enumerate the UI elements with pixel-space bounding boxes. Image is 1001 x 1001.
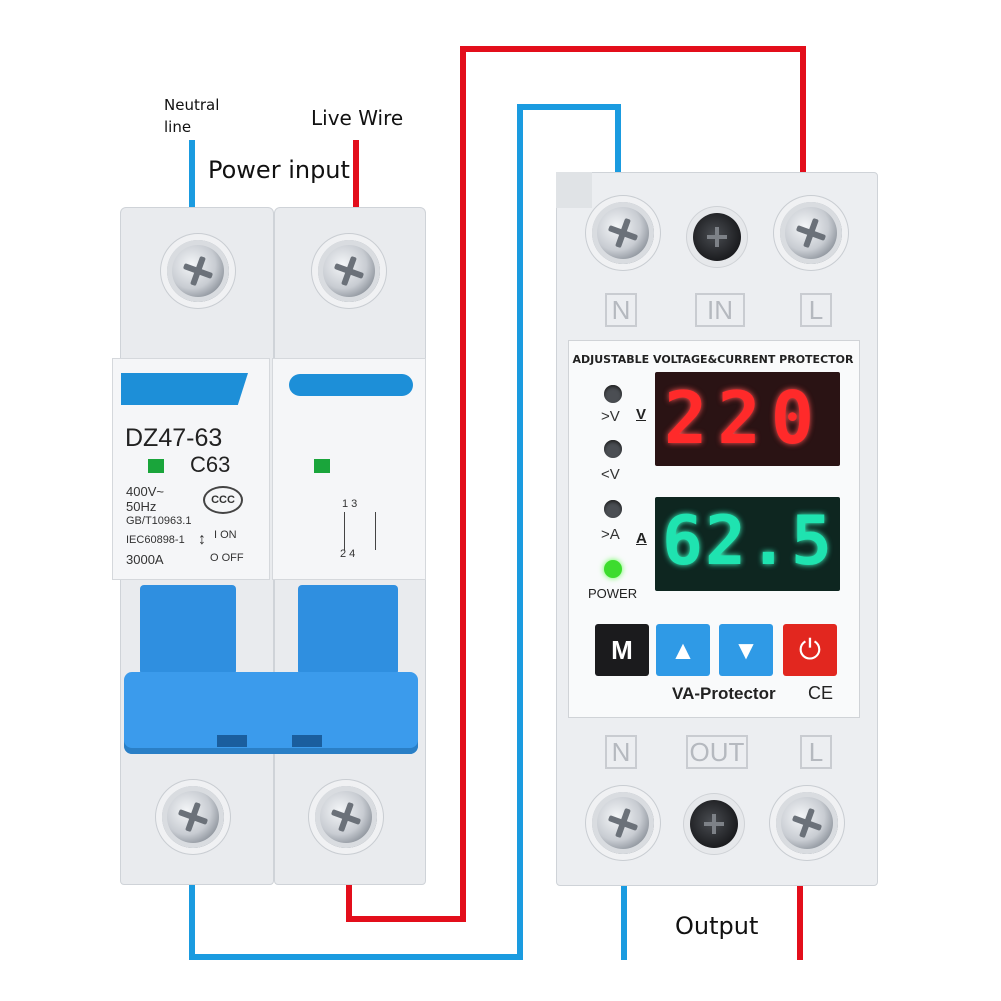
breaker-standard-2: IEC60898-1 [126,534,185,546]
neutral-wire-segment [189,818,195,960]
arrow-down-icon: ▼ [733,634,759,665]
brand-label: VA-Protector [672,684,776,703]
up-button[interactable]: ▲ [656,624,710,676]
screw-icon [167,240,229,302]
protector-header: ADJUSTABLE VOLTAGE&CURRENT PROTECTOR [572,353,854,366]
neutral-wire-segment [615,104,621,239]
voltage-unit-label: V [636,406,647,423]
live-wire-segment [346,916,466,922]
output-label: Output [675,912,759,940]
breaker-voltage: 400V~ [126,484,164,499]
breaker-toggle-left[interactable] [140,585,236,675]
breaker-rating: C63 [190,452,231,477]
status-window [314,459,330,473]
menu-button[interactable]: M [595,624,649,676]
live-wire-input [353,140,359,260]
power-icon: ⏻ [798,633,822,666]
terminal-label-n-out: N [605,735,637,769]
on-off-arrow-icon: ↕ [198,531,206,548]
protector-top-notch [556,172,592,208]
indicator-led-under-voltage [604,440,622,458]
neutral-line-label: Neutral line [164,96,220,136]
screw-icon [592,792,654,854]
neutral-wire-input [189,140,195,265]
breaker-toggle-right[interactable] [298,585,398,675]
brand-stripe [289,374,413,396]
power-label: POWER [588,586,638,601]
terminal-label-l-out: L [800,735,832,769]
power-led [604,560,622,578]
breaker-model: DZ47-63 [125,424,223,452]
terminal-label-n-in: N [605,293,637,327]
handle-slot [217,735,247,747]
status-window [148,459,164,473]
ce-mark: CE [808,683,834,703]
on-label: I ON [214,529,237,541]
voltage-display [655,372,840,466]
neutral-wire-output [621,820,627,960]
terminal-label-out: OUT [686,735,748,769]
menu-button-label: M [611,634,633,665]
live-wire-segment [460,46,806,52]
breaker-frequency: 50Hz [126,499,157,514]
terminal-label-l-in: L [800,293,832,327]
indicator-led-over-current [604,500,622,518]
screw-icon [315,786,377,848]
brand-stripe [121,373,248,405]
neutral-wire-segment [189,954,523,960]
terminal-top-numbers: 1 3 [342,498,358,510]
terminal-bottom-numbers: 2 4 [340,548,356,560]
screw-icon [592,202,654,264]
arrow-up-icon: ▲ [670,634,696,665]
indicator-label-under-voltage: <V [601,466,620,483]
current-display [655,497,840,591]
screw-icon [162,786,224,848]
mounting-screw-icon [690,800,738,848]
indicator-led-over-voltage [604,385,622,403]
current-readout: 62.5 [662,502,834,581]
power-button[interactable]: ⏻ [783,624,837,676]
voltage-readout: 220 [664,376,825,460]
breaker-standard-1: GB/T10963.1 [126,515,192,527]
neutral-wire-segment [517,104,621,110]
terminal-label-in: IN [695,293,745,327]
live-wire-segment [800,46,806,241]
indicator-label-over-voltage: >V [601,408,620,425]
power-input-label: Power input [208,156,350,184]
wiring-diagram-icon [344,512,376,550]
neutral-wire-segment [517,104,523,960]
screw-icon [780,202,842,264]
breaker-capacity: 3000A [126,552,164,567]
screw-icon [318,240,380,302]
current-unit-label: A [636,530,647,547]
live-wire-output [797,825,803,960]
down-button[interactable]: ▼ [719,624,773,676]
mounting-screw-icon [693,213,741,261]
live-wire-segment [460,46,466,922]
live-wire-label: Live Wire [311,106,404,130]
off-label: O OFF [210,552,244,564]
breaker-handle-bar[interactable] [124,672,418,754]
indicator-label-over-current: >A [601,526,620,543]
ccc-cert-icon: CCC [203,486,243,514]
screw-icon [776,792,838,854]
handle-slot [292,735,322,747]
